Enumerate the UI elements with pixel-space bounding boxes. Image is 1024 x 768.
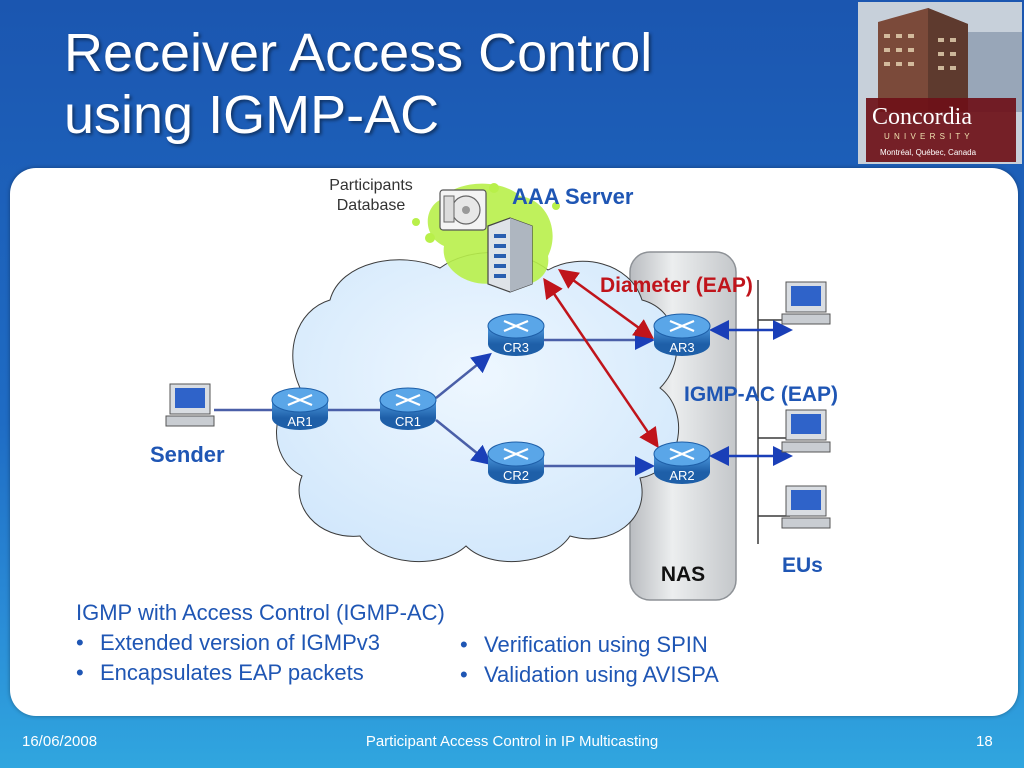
eu-computer-icon-1 — [781, 281, 831, 325]
bullet-item: •Encapsulates EAP packets — [76, 660, 364, 685]
logo-name: Concordia — [872, 104, 972, 130]
database-label-line-2: Database — [336, 197, 406, 214]
footer-date: 16/06/2008 — [22, 733, 98, 750]
eu-computer-icon-2 — [781, 409, 831, 453]
bullet-list-right: •Verification using SPIN •Validation usi… — [460, 630, 719, 690]
nas-label: NAS — [660, 563, 706, 586]
router-label-ar3: AR3 — [669, 340, 694, 355]
router-label-ar1: AR1 — [287, 414, 312, 429]
slide-number: 18 — [976, 733, 993, 750]
title-line-1: Receiver Access Control — [64, 23, 653, 83]
router-ar3 — [653, 313, 711, 356]
database-icon — [439, 189, 487, 231]
bullet-list-left: IGMP with Access Control (IGMP-AC) •Exte… — [76, 598, 445, 688]
slide-title: Receiver Access Control using IGMP-AC — [64, 22, 854, 146]
logo-location: Montréal, Québec, Canada — [880, 148, 977, 157]
router-cr2 — [487, 441, 545, 484]
bullet-item: •Validation using AVISPA — [460, 662, 719, 687]
router-label-cr2: CR2 — [503, 468, 529, 483]
eu-computer-icon-3 — [781, 485, 831, 529]
database-label-line-1: Participants — [329, 177, 413, 194]
router-cr3 — [487, 313, 545, 356]
logo-university: U N I V E R S I T Y — [884, 132, 971, 141]
database-label: Participants Database — [312, 176, 430, 216]
diameter-arrow-ar2 — [543, 277, 659, 449]
eus-label: EUs — [782, 554, 823, 577]
diameter-label: Diameter (EAP) — [600, 274, 753, 297]
aaa-server-label: AAA Server — [512, 184, 634, 209]
footer-title: Participant Access Control in IP Multica… — [365, 733, 659, 750]
router-label-cr1: CR1 — [395, 414, 421, 429]
title-line-2: using IGMP-AC — [64, 85, 440, 145]
bullet-heading: IGMP with Access Control (IGMP-AC) — [76, 600, 445, 625]
sender-label: Sender — [150, 442, 225, 467]
network-cloud — [276, 252, 680, 563]
igmp-ac-label: IGMP-AC (EAP) — [684, 383, 838, 406]
router-ar1 — [271, 387, 329, 430]
router-ar2 — [653, 441, 711, 484]
sender-computer-icon — [165, 383, 215, 427]
router-cr1 — [379, 387, 437, 430]
router-label-cr3: CR3 — [503, 340, 529, 355]
router-label-ar2: AR2 — [669, 468, 694, 483]
bullet-item: •Extended version of IGMPv3 — [76, 630, 381, 655]
bullet-item: •Verification using SPIN — [460, 632, 708, 657]
server-icon — [487, 217, 533, 293]
concordia-logo: Concordia U N I V E R S I T Y Montréal, … — [858, 2, 1022, 164]
